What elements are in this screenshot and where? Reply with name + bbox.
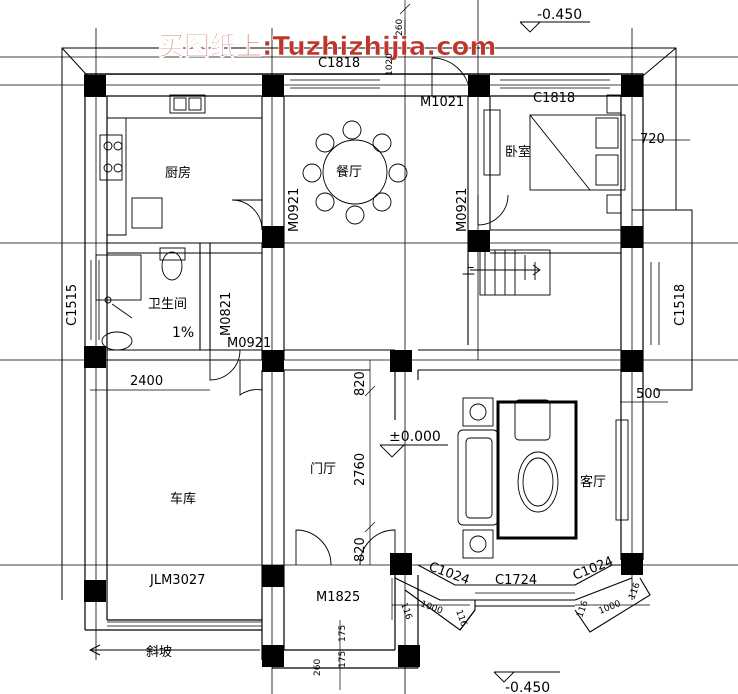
- ramp-label: 斜坡: [146, 645, 172, 660]
- living-furniture: [457, 397, 629, 559]
- dim-116-b-label: 116: [453, 609, 468, 629]
- dim-116-a-label: 116: [398, 602, 413, 622]
- door-m0921-kitchen-label: M0921: [287, 188, 302, 232]
- elevation-markers: [379, 21, 590, 683]
- structural-columns: [84, 75, 643, 667]
- dim-1020-top-label: 1020: [385, 53, 395, 76]
- door-m0921-bath-label: M0921: [227, 336, 271, 351]
- dim-116-c-label: 116: [575, 599, 590, 619]
- window-c1724-label: C1724: [495, 573, 537, 588]
- door-m0921-bedroom-label: M0921: [455, 188, 470, 232]
- dim-2400-label: 2400: [130, 374, 163, 389]
- room-bedroom-label: 卧室: [505, 144, 531, 160]
- elevation-bottom-label: -0.450: [505, 680, 550, 694]
- bathroom-fixtures: [95, 247, 186, 351]
- floor-slope-label: 1%: [172, 325, 194, 341]
- room-dining-label: 餐厅: [336, 164, 362, 180]
- window-c1818-bed-label: C1818: [533, 91, 575, 106]
- room-foyer-label: 门厅: [310, 462, 336, 477]
- dim-2760-label: 2760: [353, 453, 368, 486]
- garage-door-jlm3027-label: JLM3027: [149, 573, 205, 588]
- ramp-arrow: [88, 644, 260, 656]
- dining-table: [302, 120, 408, 225]
- dim-820-lower-label: 820: [353, 537, 368, 562]
- doors: [209, 57, 509, 566]
- exterior-walls: [84, 73, 644, 669]
- door-m1021-label: M1021: [420, 95, 464, 110]
- room-kitchen-label: 厨房: [165, 165, 191, 181]
- watermark-text: 买图纸上:Tuzhizhijia.com: [158, 31, 497, 62]
- window-c1515-label: C1515: [65, 284, 80, 326]
- room-garage-label: 车库: [170, 491, 196, 507]
- room-bathroom-label: 卫生间: [148, 297, 187, 312]
- elevation-floor-label: ±0.000: [389, 429, 441, 445]
- dim-175-upper-label: 175: [338, 625, 348, 642]
- kitchen-counter: [99, 94, 262, 236]
- dim-720-label: 720: [640, 132, 665, 147]
- bed: [483, 94, 626, 214]
- garage-door: [107, 621, 262, 627]
- dimension-lines: [90, 0, 690, 690]
- window-c1024-left-label: C1024: [427, 560, 472, 589]
- dim-175-lower-label: 175: [338, 651, 348, 668]
- room-living-label: 客厅: [580, 474, 606, 490]
- bay-window-walls: [394, 564, 651, 633]
- door-m1825-label: M1825: [316, 590, 360, 605]
- stair-up-label: 上: [462, 263, 475, 278]
- window-c1818-top-label: C1818: [318, 56, 360, 71]
- dim-500-label: 500: [636, 387, 661, 402]
- dim-260-top-label: 260: [395, 19, 405, 36]
- dim-260-bottom-label: 260: [313, 659, 323, 676]
- window-c1024-right-label: C1024: [571, 554, 616, 584]
- door-m0821-label: M0821: [219, 292, 234, 336]
- elevation-top-label: -0.450: [537, 7, 582, 23]
- staircase: [470, 249, 551, 296]
- window-c1518-label: C1518: [673, 284, 688, 326]
- dim-116-d-label: 116: [627, 581, 642, 601]
- dim-820-upper-label: 820: [353, 371, 368, 396]
- roof-outline: [61, 47, 693, 600]
- dim-1000-left-label: 1000: [419, 599, 444, 616]
